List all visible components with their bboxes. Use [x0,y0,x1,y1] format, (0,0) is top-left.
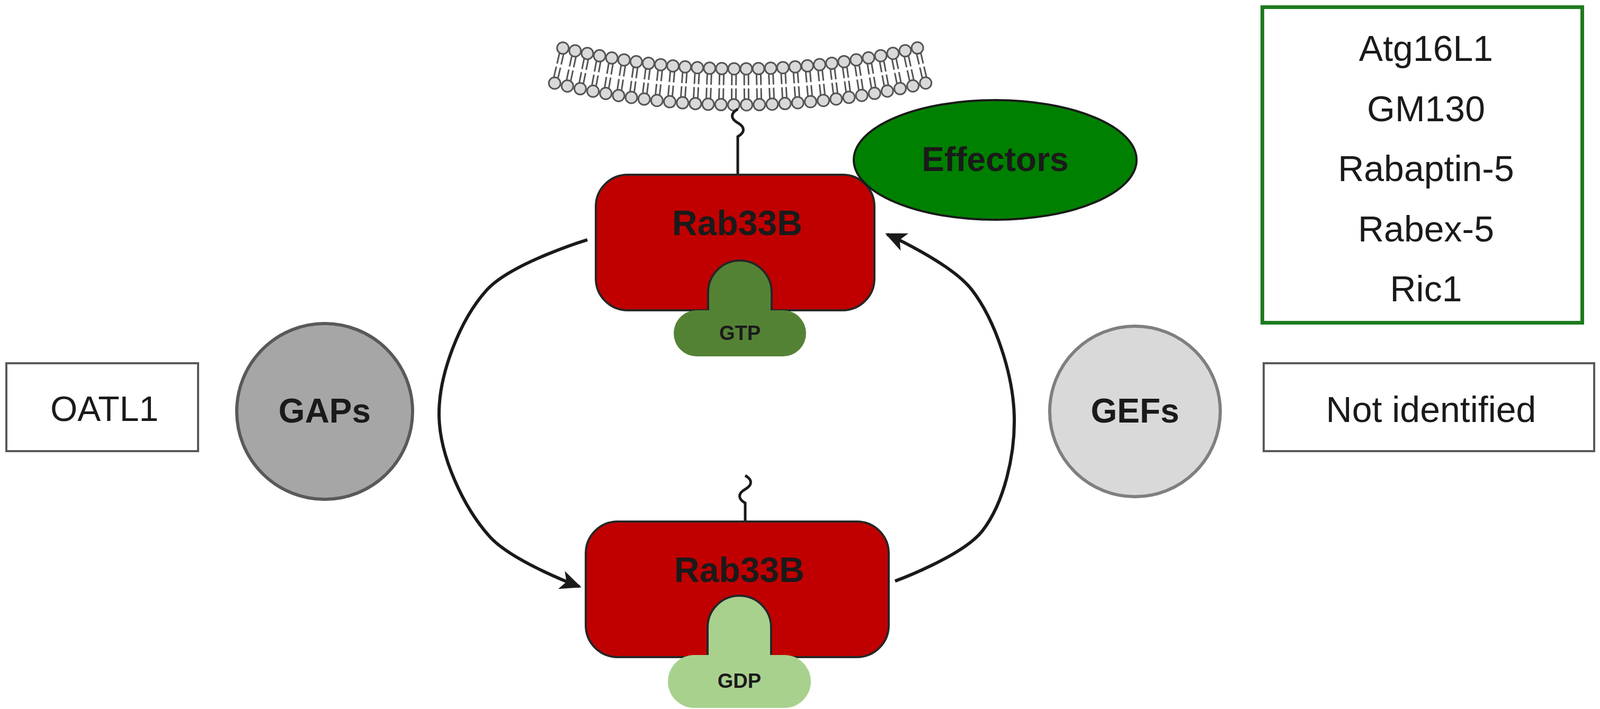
node-label: Effectors [921,140,1069,180]
effector-list: Atg16L1GM130Rabaptin-5Rabex-5Ric1 [1260,5,1585,325]
lipid-head [650,94,663,107]
lipid-head [911,42,924,55]
lipid-head [655,58,667,71]
rab-box: Rab33BGDP [584,520,890,659]
lipid-head [676,96,689,109]
lipid-head [826,57,838,69]
lipid-head [801,59,813,72]
lipid-head [605,51,618,64]
rab-box: Rab33BGTP [594,173,876,312]
lipid-head [625,91,638,104]
lipid-head [727,99,740,111]
lipid-head [664,95,676,108]
lipid-head [752,63,765,75]
lipid-head [691,61,704,74]
lipid-head [630,56,642,68]
lipid-head [569,45,581,57]
lipid-head [868,87,881,100]
lipid-head [548,77,561,89]
lipid-head [813,58,826,71]
node-label: GEFs [1090,391,1179,432]
lipid-head [843,91,855,104]
lipid-head [703,62,716,75]
node-label: Atg16L1 [1359,27,1494,69]
lipid-head [740,63,753,75]
lipid-head [817,94,830,107]
lipid-head [779,97,791,110]
gef-circle: GEFs [1047,324,1223,499]
lipid-head [587,85,600,97]
cycle-arrow [887,234,1015,581]
lipid-head [894,82,907,95]
lipid-head [561,79,574,92]
node-label: GM130 [1366,87,1486,130]
lipid-head [716,63,728,75]
lipid-head [899,45,911,57]
node-label: Rabaptin-5 [1337,147,1515,190]
lipid-head [689,97,702,110]
node-label: GAPs [278,391,371,432]
lipid-head [702,98,714,111]
nucleotide-shape: GTP [673,260,807,357]
lipid-head [850,54,863,66]
lipid-head [581,47,594,60]
lipid-head [557,42,569,55]
lipid-head [679,60,692,73]
lipid-anchor [739,475,752,523]
lipid-head [874,49,887,62]
lipid-head [612,89,625,102]
lipid-head [667,59,679,72]
lipid-head [862,51,875,64]
lipid-head [804,95,817,108]
lipid-head [642,57,655,70]
lipid-anchor [732,109,744,176]
lipid-head [618,54,630,66]
lipid-head [887,47,899,60]
node-label: Rab33B [672,203,803,244]
lipid-head [638,93,650,105]
gef-name-box: Not identified [1262,362,1596,453]
lipid-head [600,87,612,100]
lipid-head [855,89,868,102]
gap-circle: GAPs [234,321,415,502]
lipid-head [907,79,919,92]
gap-name-box: OATL1 [5,362,200,453]
lipid-head [574,83,587,95]
lipid-head [776,61,789,74]
lipid-head [830,93,843,105]
node-label: Rab33B [674,550,805,591]
lipid-head [881,85,893,97]
node-label: Not identified [1326,388,1537,431]
lipid-head [740,99,753,111]
node-label: OATL1 [50,389,159,430]
lipid-head [789,60,801,73]
node-label: GTP [719,322,761,346]
lipid-head [728,63,740,75]
node-label: GDP [717,669,762,694]
lipid-head [919,77,932,89]
nucleotide-shape: GDP [667,595,811,709]
lipid-head [838,55,851,68]
cycle-arrow [439,239,588,587]
lipid-head [764,62,777,75]
node-label: Ric1 [1389,267,1462,310]
effector-ellipse: Effectors [852,98,1139,222]
lipid-head [791,96,804,109]
node-label: Rabex-5 [1357,208,1495,250]
lipid-head [766,98,779,111]
lipid-head [714,99,727,111]
lipid-head [593,49,606,62]
lipid-head [753,99,766,111]
